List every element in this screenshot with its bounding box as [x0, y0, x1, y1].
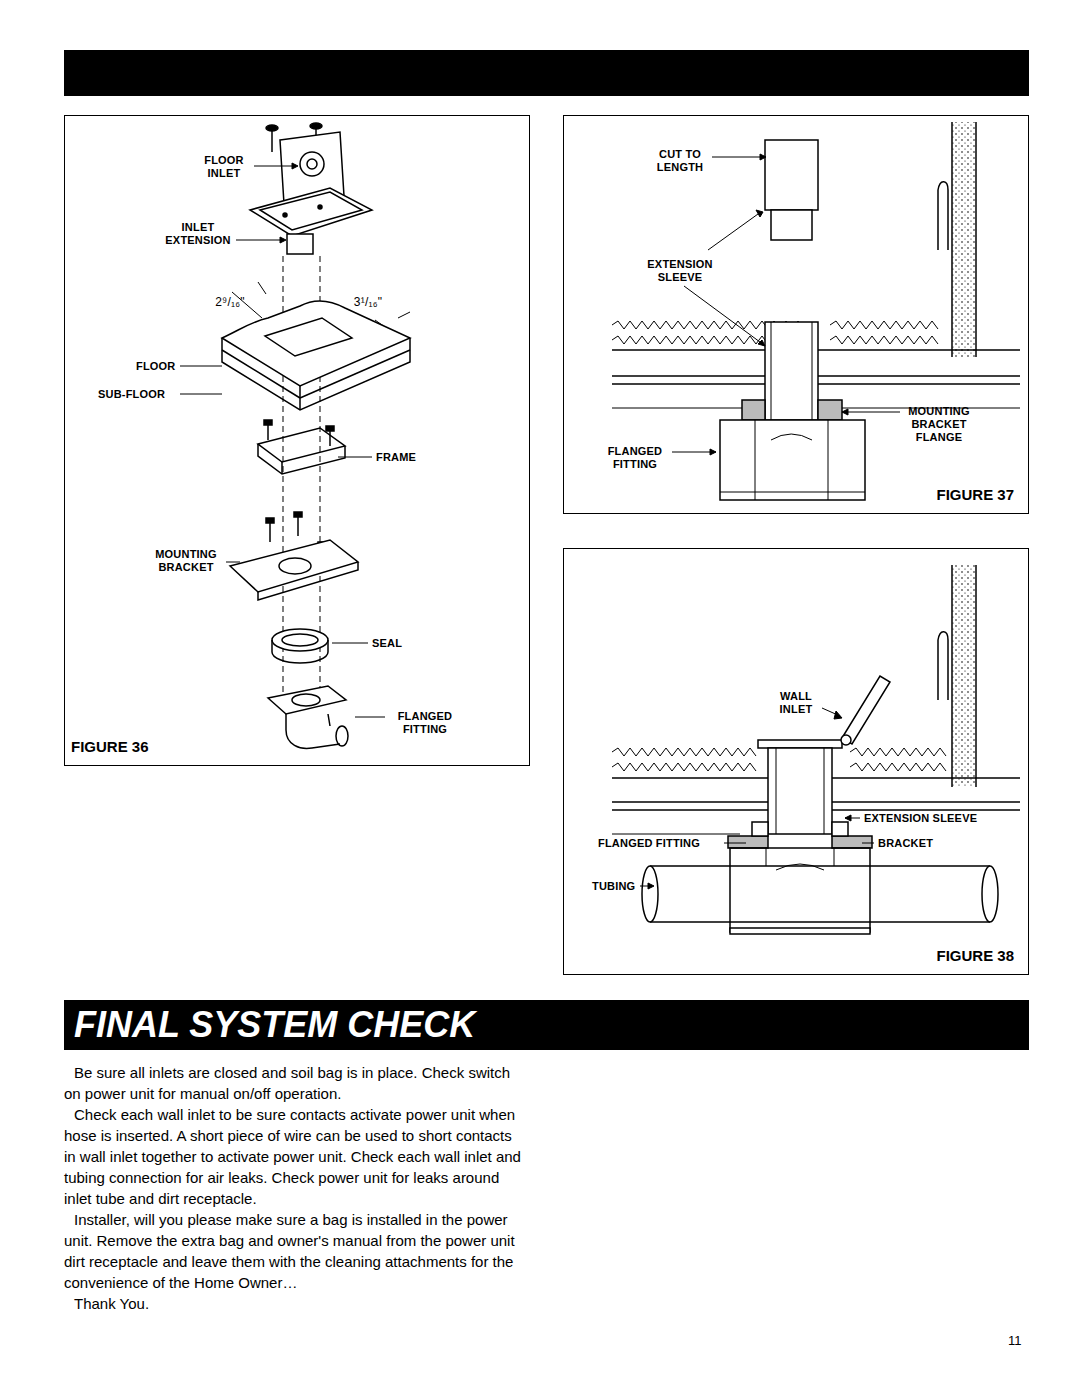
body-paragraph: Be sure all inlets are closed and soil b… — [64, 1062, 526, 1104]
part-label: FLOOR — [136, 360, 180, 373]
figure-38-art — [612, 565, 1020, 934]
part-label: CUT TO LENGTH — [650, 148, 710, 174]
figure-frame: FIGURE 38 — [563, 548, 1029, 975]
part-label: FLANGED FITTING — [388, 710, 462, 736]
part-label: EXTENSION SLEEVE — [640, 258, 720, 284]
header-bar — [64, 50, 1029, 96]
part-label: FLANGED FITTING — [600, 445, 670, 471]
part-label: MOUNTING BRACKET FLANGE — [902, 405, 976, 444]
part-label: FLOOR INLET — [196, 154, 252, 180]
body-paragraph: Thank You. — [64, 1293, 526, 1314]
part-label: WALL INLET — [772, 690, 820, 716]
dimension: 3¹/₁₆" — [342, 296, 394, 309]
figure-number: FIGURE 38 — [936, 947, 1014, 964]
figure-number: FIGURE 37 — [936, 486, 1014, 503]
body-text-block: Be sure all inlets are closed and soil b… — [64, 1062, 526, 1314]
part-label: FLANGED FITTING — [598, 837, 724, 850]
part-label: SUB-FLOOR — [98, 388, 180, 401]
part-label: SEAL — [372, 637, 422, 650]
part-label: EXTENSION SLEEVE — [864, 812, 1014, 825]
body-paragraph: Installer, will you please make sure a b… — [64, 1209, 526, 1293]
part-label: MOUNTING BRACKET — [148, 548, 224, 574]
part-label: TUBING — [592, 880, 638, 893]
section-title: FINAL SYSTEM CHECK — [74, 1000, 475, 1050]
figure-frame: FIGURE 36 — [64, 115, 530, 766]
figure-number: FIGURE 36 — [71, 738, 149, 755]
figure-36-art — [180, 123, 410, 748]
part-label: INLET EXTENSION — [160, 221, 236, 247]
dimension: 2⁹/₁₆" — [204, 296, 256, 309]
body-paragraph: Check each wall inlet to be sure contact… — [64, 1104, 526, 1209]
part-label: FRAME — [376, 451, 436, 464]
figure-37-art — [612, 122, 1020, 500]
part-label: BRACKET — [878, 837, 948, 850]
page-number: 11 — [1008, 1333, 1022, 1348]
